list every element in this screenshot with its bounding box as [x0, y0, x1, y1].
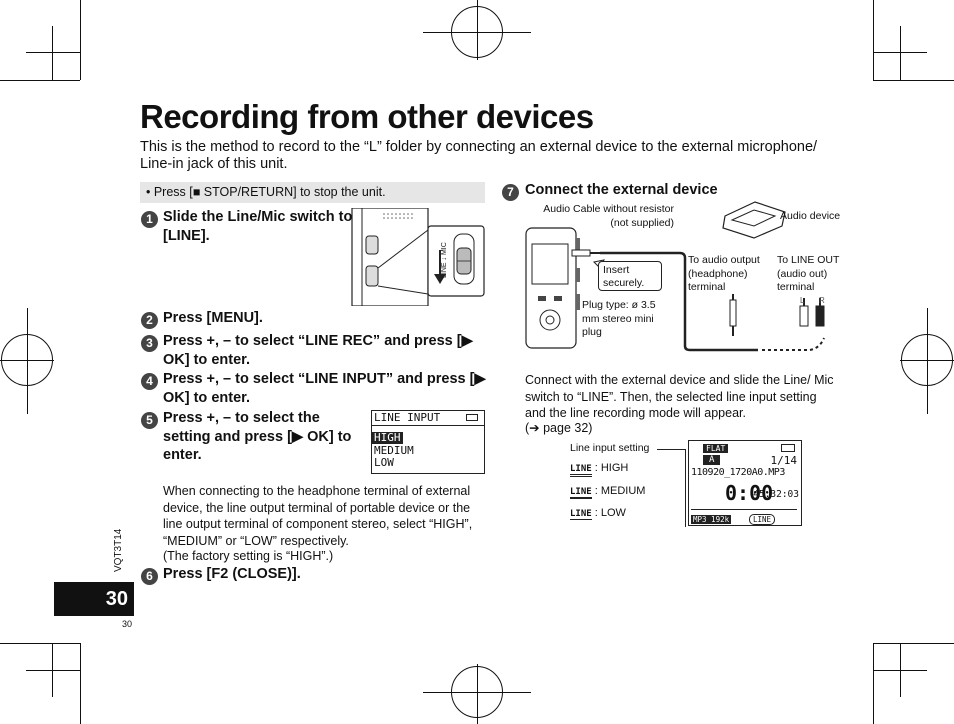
connection-diagram — [525, 201, 825, 352]
page-reference: (➔ page 32) — [525, 421, 593, 435]
plug-type-label: Plug type: ø 3.5 mm stereo mini plug — [582, 299, 656, 338]
eq-mode-badge: FLAT — [703, 444, 729, 453]
line-input-setting-label: Line input setting — [570, 442, 650, 454]
stop-note: • Press [■ STOP/RETURN] to stop the unit… — [140, 182, 485, 203]
progress-bar — [691, 509, 797, 510]
crop-mark — [900, 643, 901, 697]
line-badge: LINE — [749, 514, 776, 525]
crop-mark — [80, 0, 81, 80]
registration-line — [477, 664, 478, 724]
crop-mark — [26, 52, 80, 53]
registration-line — [477, 0, 478, 60]
elapsed-time: 0:00 — [725, 481, 774, 505]
remaining-time: 45:32:03 — [753, 489, 799, 500]
insert-callout: Insert securely. — [598, 261, 662, 291]
registration-line — [927, 308, 928, 414]
connect-instructions: Connect with the external device and sli… — [525, 373, 834, 420]
step-2-number: 2 — [141, 312, 158, 329]
battery-icon — [781, 444, 795, 452]
lcd-menu-item-medium: MEDIUM — [374, 443, 414, 457]
audio-device-label: Audio device — [780, 210, 841, 222]
step-5-number: 5 — [141, 412, 158, 429]
lcd-menu-item-low: LOW — [374, 456, 394, 469]
crop-mark — [873, 643, 874, 724]
switch-label: LINE ↓ MIC — [441, 242, 448, 278]
crop-mark — [26, 670, 80, 671]
left-channel-label: L — [800, 296, 805, 305]
line-out-label: To LINE OUT (audio out) terminal — [777, 254, 840, 293]
line-medium-row: LINE : MEDIUM — [570, 485, 646, 499]
line-high-icon: LINE — [570, 464, 592, 477]
step-1-text: Slide the Line/Mic switch to [LINE]. — [163, 209, 353, 244]
page-number-small: 30 — [122, 619, 133, 629]
pointer-line — [657, 449, 685, 450]
step-4-text: Press +, – to select “LINE INPUT” and pr… — [163, 371, 486, 406]
step-3-number: 3 — [141, 335, 158, 352]
crop-mark — [0, 80, 80, 81]
step-4-number: 4 — [141, 373, 158, 390]
battery-icon — [466, 414, 478, 421]
step-6-text: Press [F2 (CLOSE)]. — [163, 566, 301, 582]
line-low-icon: LINE — [570, 509, 592, 520]
line-medium-icon: LINE — [570, 487, 592, 499]
crop-mark — [52, 26, 53, 80]
right-channel-label: R — [819, 296, 825, 305]
page-title: Recording from other devices — [140, 98, 594, 135]
line-input-menu-display: LINE INPUT HIGH MEDIUM LOW — [371, 410, 485, 474]
step-5-default: (The factory setting is “HIGH”.) — [163, 549, 334, 563]
cable-label: Audio Cable without resistor (not suppli… — [543, 203, 674, 229]
step-7-number: 7 — [502, 184, 519, 201]
page-number-tab: 30 — [54, 582, 134, 616]
crop-mark — [900, 26, 901, 80]
step-1-number: 1 — [141, 211, 158, 228]
step-5-note: When connecting to the headphone termina… — [163, 484, 473, 548]
crop-mark — [873, 643, 954, 644]
recording-display: FLAT A 1/14 110920_1720A0.MP3 0:00 45:32… — [688, 440, 802, 526]
line-high-label: : HIGH — [594, 462, 629, 474]
insert-label: Insert securely. — [603, 264, 645, 289]
registration-line — [27, 308, 28, 414]
file-name: 110920_1720A0.MP3 — [691, 467, 785, 478]
intro-text: This is the method to record to the “L” … — [140, 139, 818, 172]
track-count: 1/14 — [770, 454, 798, 467]
model-code: VQT3T14 — [113, 528, 124, 572]
line-low-label: : LOW — [594, 507, 626, 519]
crop-mark — [80, 643, 81, 724]
crop-mark — [0, 643, 80, 644]
format-badge: MP3 192k — [691, 515, 732, 524]
crop-mark — [873, 0, 874, 80]
crop-mark — [873, 80, 954, 81]
line-low-row: LINE : LOW — [570, 507, 626, 520]
step-6-number: 6 — [141, 568, 158, 585]
step-5-text: Press +, – to select the setting and pre… — [163, 410, 352, 463]
step-2-text: Press [MENU]. — [163, 310, 263, 326]
audio-output-label: To audio output (headphone) terminal — [688, 254, 760, 293]
line-mic-switch-illustration — [351, 208, 485, 306]
step-3-text: Press +, – to select “LINE REC” and pres… — [163, 333, 473, 368]
pointer-line — [685, 449, 686, 527]
step-7-text: Connect the external device — [525, 182, 718, 198]
crop-mark — [52, 643, 53, 697]
line-high-row: LINE : HIGH — [570, 462, 629, 477]
line-medium-label: : MEDIUM — [594, 485, 646, 497]
lcd-menu-item-high: HIGH — [372, 430, 403, 444]
folder-badge: A — [703, 455, 721, 465]
